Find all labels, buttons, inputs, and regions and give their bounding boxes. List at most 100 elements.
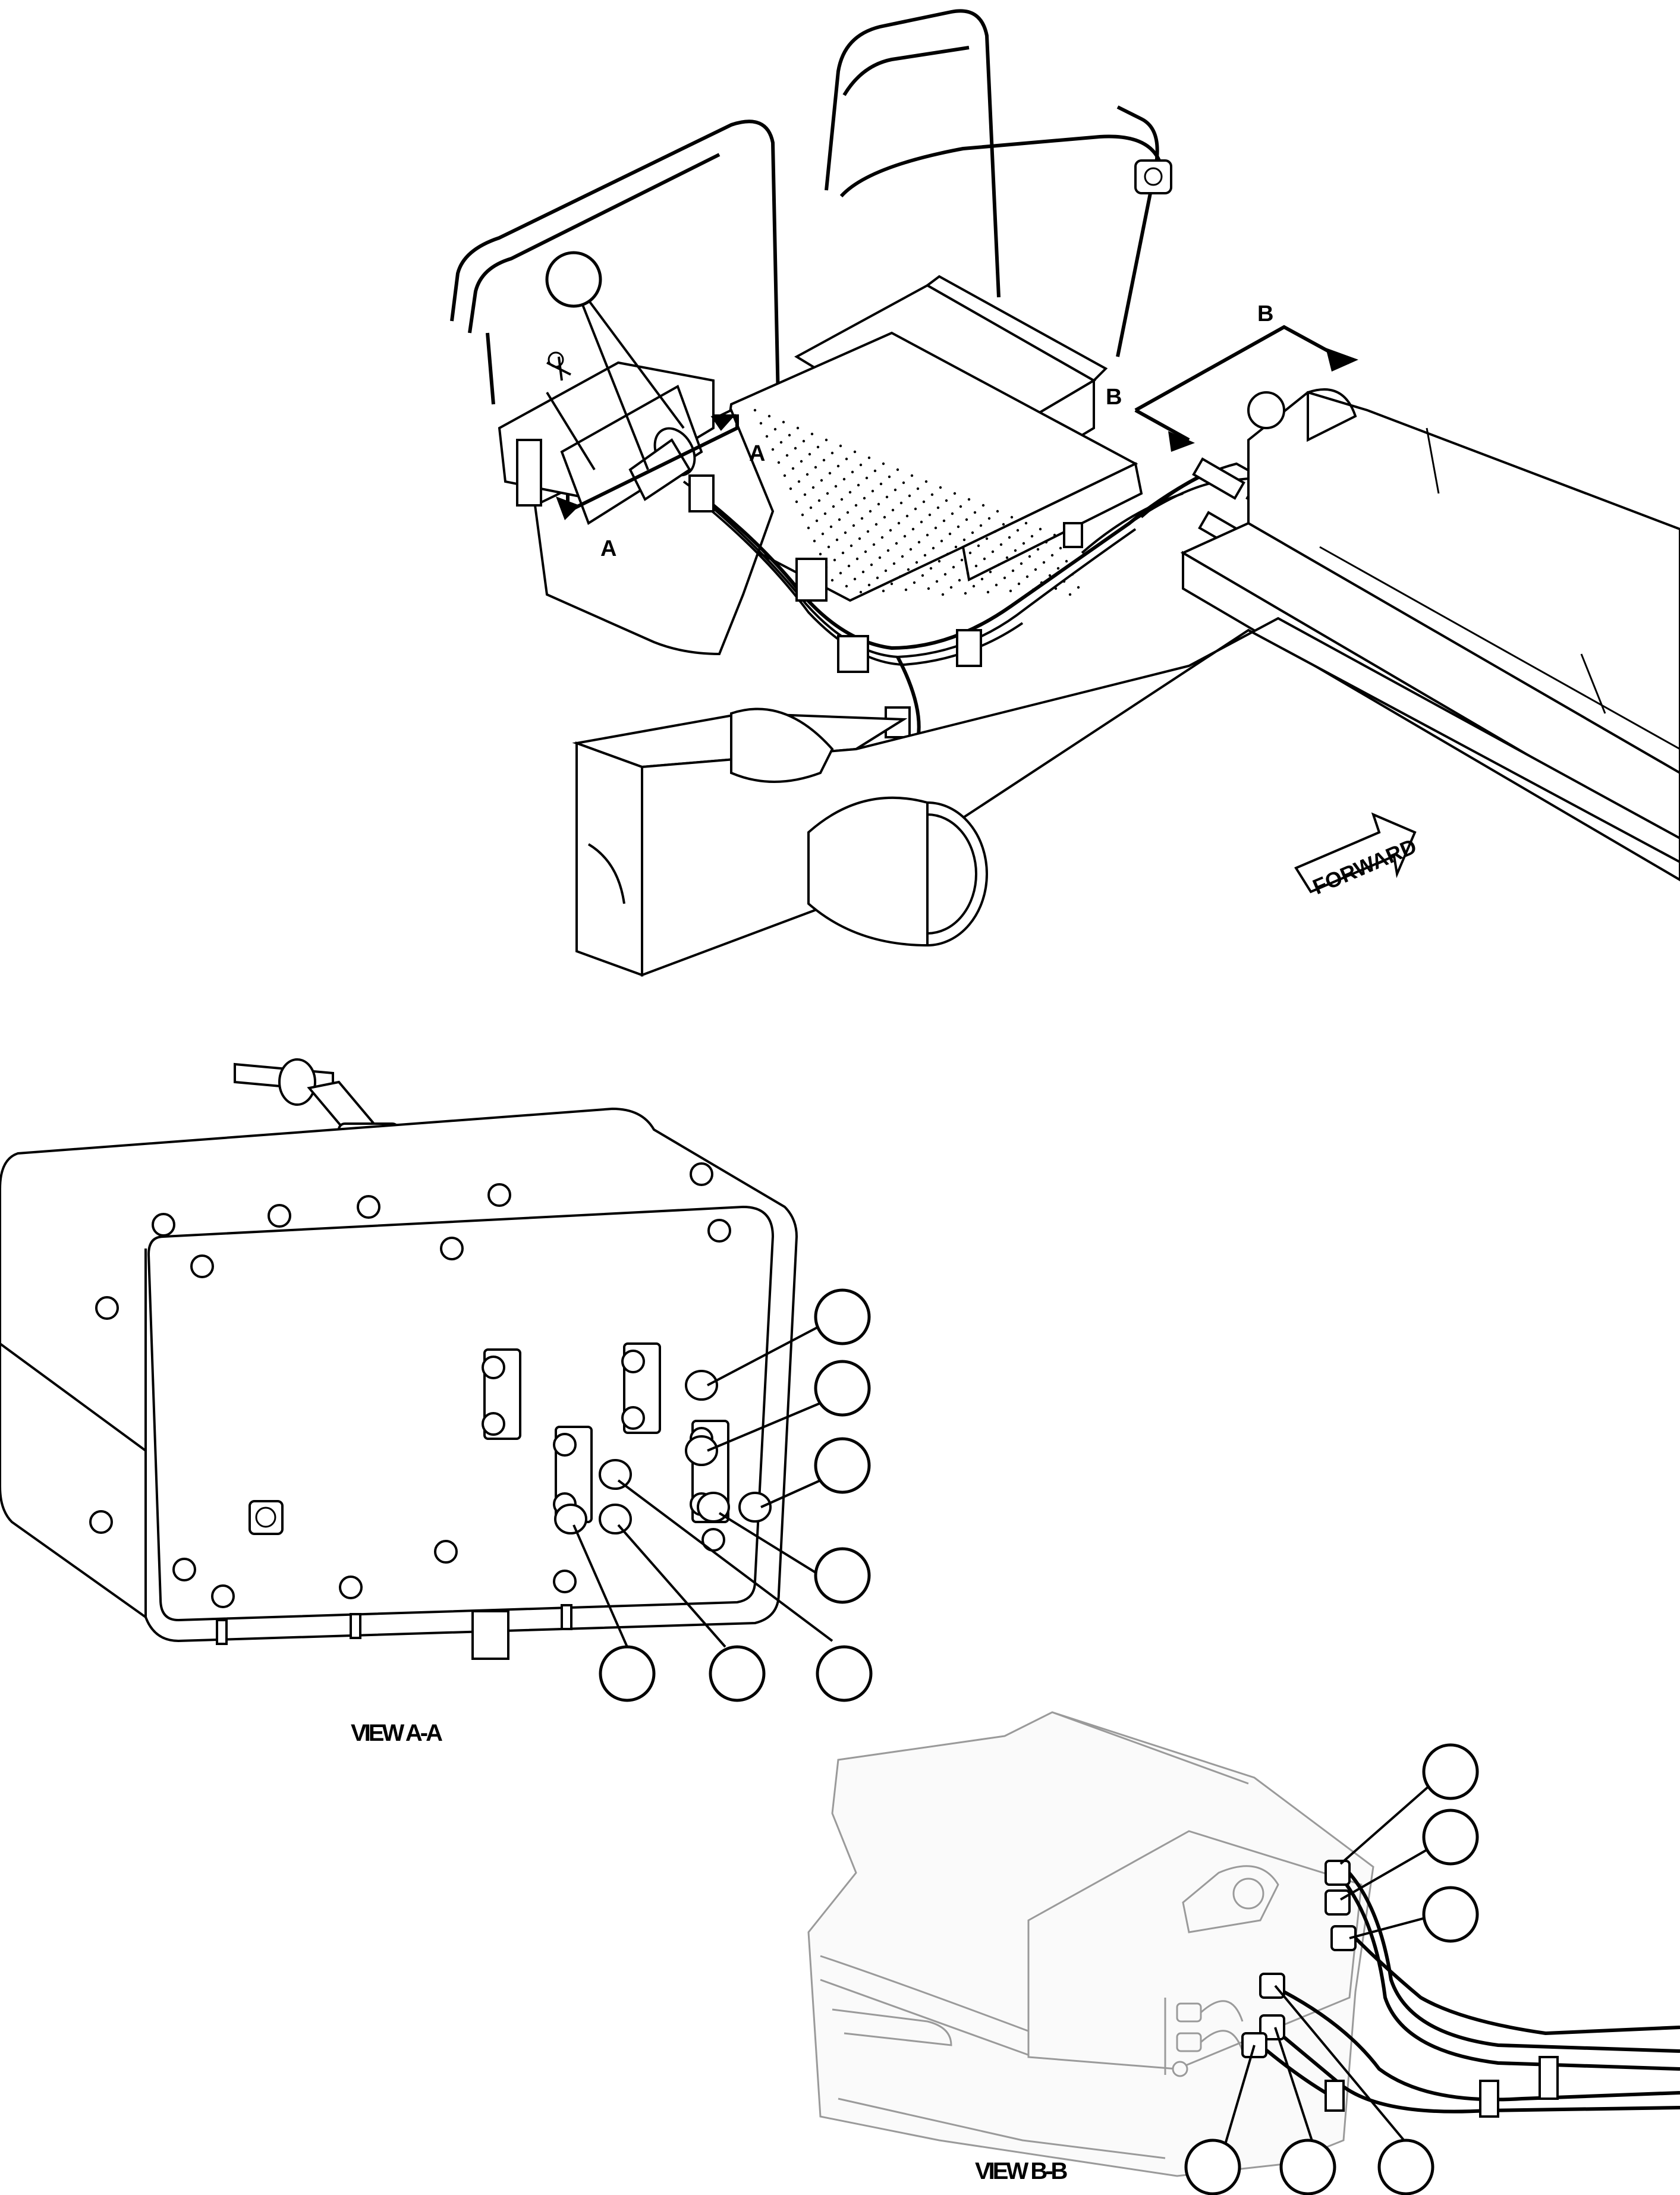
perforation-dot xyxy=(877,502,880,506)
perforation-dot xyxy=(1050,554,1054,557)
bolt-head xyxy=(339,1576,363,1599)
perforation-dot xyxy=(1025,575,1029,578)
perforation-dot xyxy=(1003,576,1006,580)
perforation-dot xyxy=(915,561,918,564)
perforation-dot xyxy=(899,501,903,505)
perforation-dot xyxy=(945,499,948,502)
perforation-dot xyxy=(828,471,832,475)
perforation-dot xyxy=(795,500,798,504)
perforation-dot xyxy=(895,542,898,545)
perforation-dot xyxy=(803,493,807,496)
perforation-dot xyxy=(911,527,915,531)
perforation-dot xyxy=(844,531,847,534)
perforation-dot xyxy=(936,506,940,510)
perforation-dot xyxy=(986,590,990,594)
perforation-dot xyxy=(1022,542,1025,545)
perforation-dot xyxy=(866,530,870,533)
perforation-dot xyxy=(813,539,816,543)
perforation-dot xyxy=(1042,561,1046,564)
perforation-dot xyxy=(930,493,934,496)
perforation-dot xyxy=(861,570,865,574)
perforation-dot xyxy=(840,498,844,501)
plug-caps xyxy=(1172,2000,1244,2077)
perforation-dot xyxy=(910,474,914,477)
perforation-dot xyxy=(852,524,855,527)
view-a-a: VIEW A-A xyxy=(0,1058,873,1746)
perforation-dot xyxy=(914,507,917,511)
perforation-dot xyxy=(791,467,795,470)
perforation-dot xyxy=(860,517,864,520)
perforation-dot xyxy=(1016,529,1020,532)
bolt-head xyxy=(89,1510,113,1534)
perforation-dot xyxy=(871,489,874,493)
perforation-dot xyxy=(809,506,813,510)
perforation-dot xyxy=(904,588,908,592)
perforation-dot xyxy=(983,557,986,561)
perforation-dot xyxy=(949,586,953,589)
callout-main-1 xyxy=(545,251,685,470)
perforation-dot xyxy=(814,466,817,469)
perforation-dot xyxy=(836,464,840,468)
perforation-dot xyxy=(886,549,890,552)
perforation-dot xyxy=(987,517,991,520)
perforation-dot xyxy=(815,519,819,523)
perforation-dot xyxy=(981,504,985,507)
perforation-dot xyxy=(924,480,928,483)
perforation-dot xyxy=(765,435,769,438)
perforation-dot xyxy=(876,576,879,580)
perforation-dot xyxy=(979,524,983,527)
bolt-head xyxy=(268,1204,291,1228)
perforation-dot xyxy=(903,534,907,538)
perforation-dot xyxy=(816,445,820,449)
perforation-dot xyxy=(901,555,904,558)
perforation-dot xyxy=(889,529,892,532)
section-marker-b-top: B xyxy=(1257,301,1273,326)
perforation-dot xyxy=(941,593,945,596)
perforation-dot xyxy=(888,475,891,479)
perforation-dot xyxy=(996,510,999,513)
perforation-dot xyxy=(960,558,964,562)
perforation-dot xyxy=(753,408,757,412)
perforation-dot xyxy=(855,557,859,561)
perforation-dot xyxy=(1017,582,1021,586)
perforation-dot xyxy=(820,479,823,482)
perforation-dot xyxy=(879,482,883,486)
perforation-dot xyxy=(896,468,899,471)
perforation-dot xyxy=(857,483,860,487)
floor-plate xyxy=(533,331,1143,656)
perforation-dot xyxy=(830,578,834,582)
perforation-dot xyxy=(811,486,815,489)
connector-clamps xyxy=(248,1342,772,1535)
bolt-head xyxy=(553,1570,577,1593)
perforation-dot xyxy=(848,490,852,494)
perforation-dot xyxy=(806,473,809,476)
perforation-dot xyxy=(1039,527,1042,531)
perforation-dot xyxy=(863,496,866,500)
perforation-dot xyxy=(794,446,797,450)
perforation-dot xyxy=(839,571,842,575)
perforation-dot xyxy=(842,477,846,481)
perforation-dot xyxy=(989,570,992,574)
perforation-dot xyxy=(977,544,980,548)
perforation-dot xyxy=(783,474,786,477)
perforation-dot xyxy=(789,487,792,490)
perforation-dot xyxy=(882,462,885,466)
perforation-dot xyxy=(902,481,905,485)
perforation-dot xyxy=(1056,567,1060,570)
view-b-callouts xyxy=(1184,1743,1479,2195)
perforation-dot xyxy=(1028,555,1031,558)
perforation-dot xyxy=(1011,569,1015,573)
perforation-dot xyxy=(845,584,848,588)
perforation-dot xyxy=(913,581,916,584)
bolt-head xyxy=(487,1183,511,1207)
axle-assembly xyxy=(572,617,1680,977)
perforation-dot xyxy=(908,494,911,498)
perforation-dot xyxy=(1010,515,1014,519)
perforation-dot xyxy=(802,439,806,443)
enclosure-face xyxy=(147,1205,775,1622)
perforation-dot xyxy=(891,508,895,512)
perforation-dot xyxy=(880,536,884,539)
perforation-dot xyxy=(788,433,791,437)
perforation-dot xyxy=(993,530,997,533)
section-marker-a-bottom: A xyxy=(600,536,616,561)
